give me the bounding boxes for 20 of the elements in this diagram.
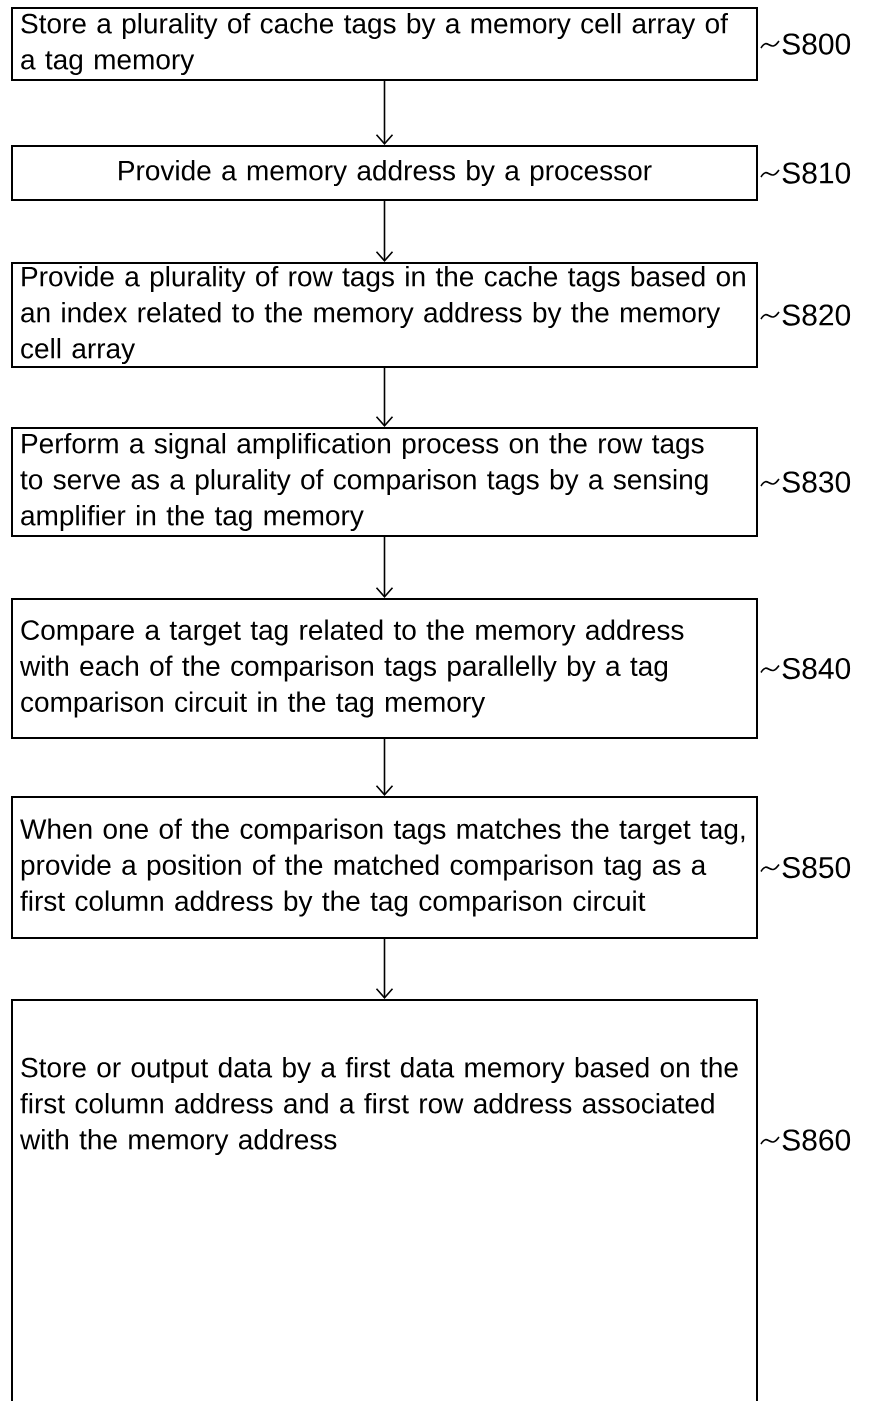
process-box: Provide a plurality of row tags in the cache tags based on an index related to the memory address by the memory cell array xyxy=(11,262,758,368)
arrow xyxy=(375,938,394,999)
arrow xyxy=(375,738,394,796)
process-box: Perform a signal amplification process on the row tags to serve as a plurality of comparison tags by a sensing amplifier in the tag memory xyxy=(11,427,758,537)
step-label: S800 xyxy=(760,33,851,55)
arrow xyxy=(375,200,394,262)
step-label: S820 xyxy=(760,304,851,326)
step-label: S810 xyxy=(760,162,851,184)
step-label: S830 xyxy=(760,471,851,493)
process-box: Provide a memory address by a processor xyxy=(11,145,758,201)
process-box: When one of the comparison tags matches the target tag, provide a position of the matched comparison tag as a first column address by the tag comparison circuit xyxy=(11,796,758,939)
arrow xyxy=(375,367,394,427)
arrow xyxy=(375,80,394,145)
step-label: S840 xyxy=(760,657,851,680)
arrow xyxy=(375,536,394,598)
step-label: S860 xyxy=(760,1129,851,1151)
process-box: Store or output data by a first data memory based on the first column address and a first row address associated with the memory address xyxy=(11,999,758,1401)
process-box: Store a plurality of cache tags by a memory cell array of a tag memory xyxy=(11,7,758,81)
step-label: S850 xyxy=(760,856,851,879)
process-box: Compare a target tag related to the memory address with each of the comparison tags parallelly by a tag comparison circuit in the tag memory xyxy=(11,598,758,739)
